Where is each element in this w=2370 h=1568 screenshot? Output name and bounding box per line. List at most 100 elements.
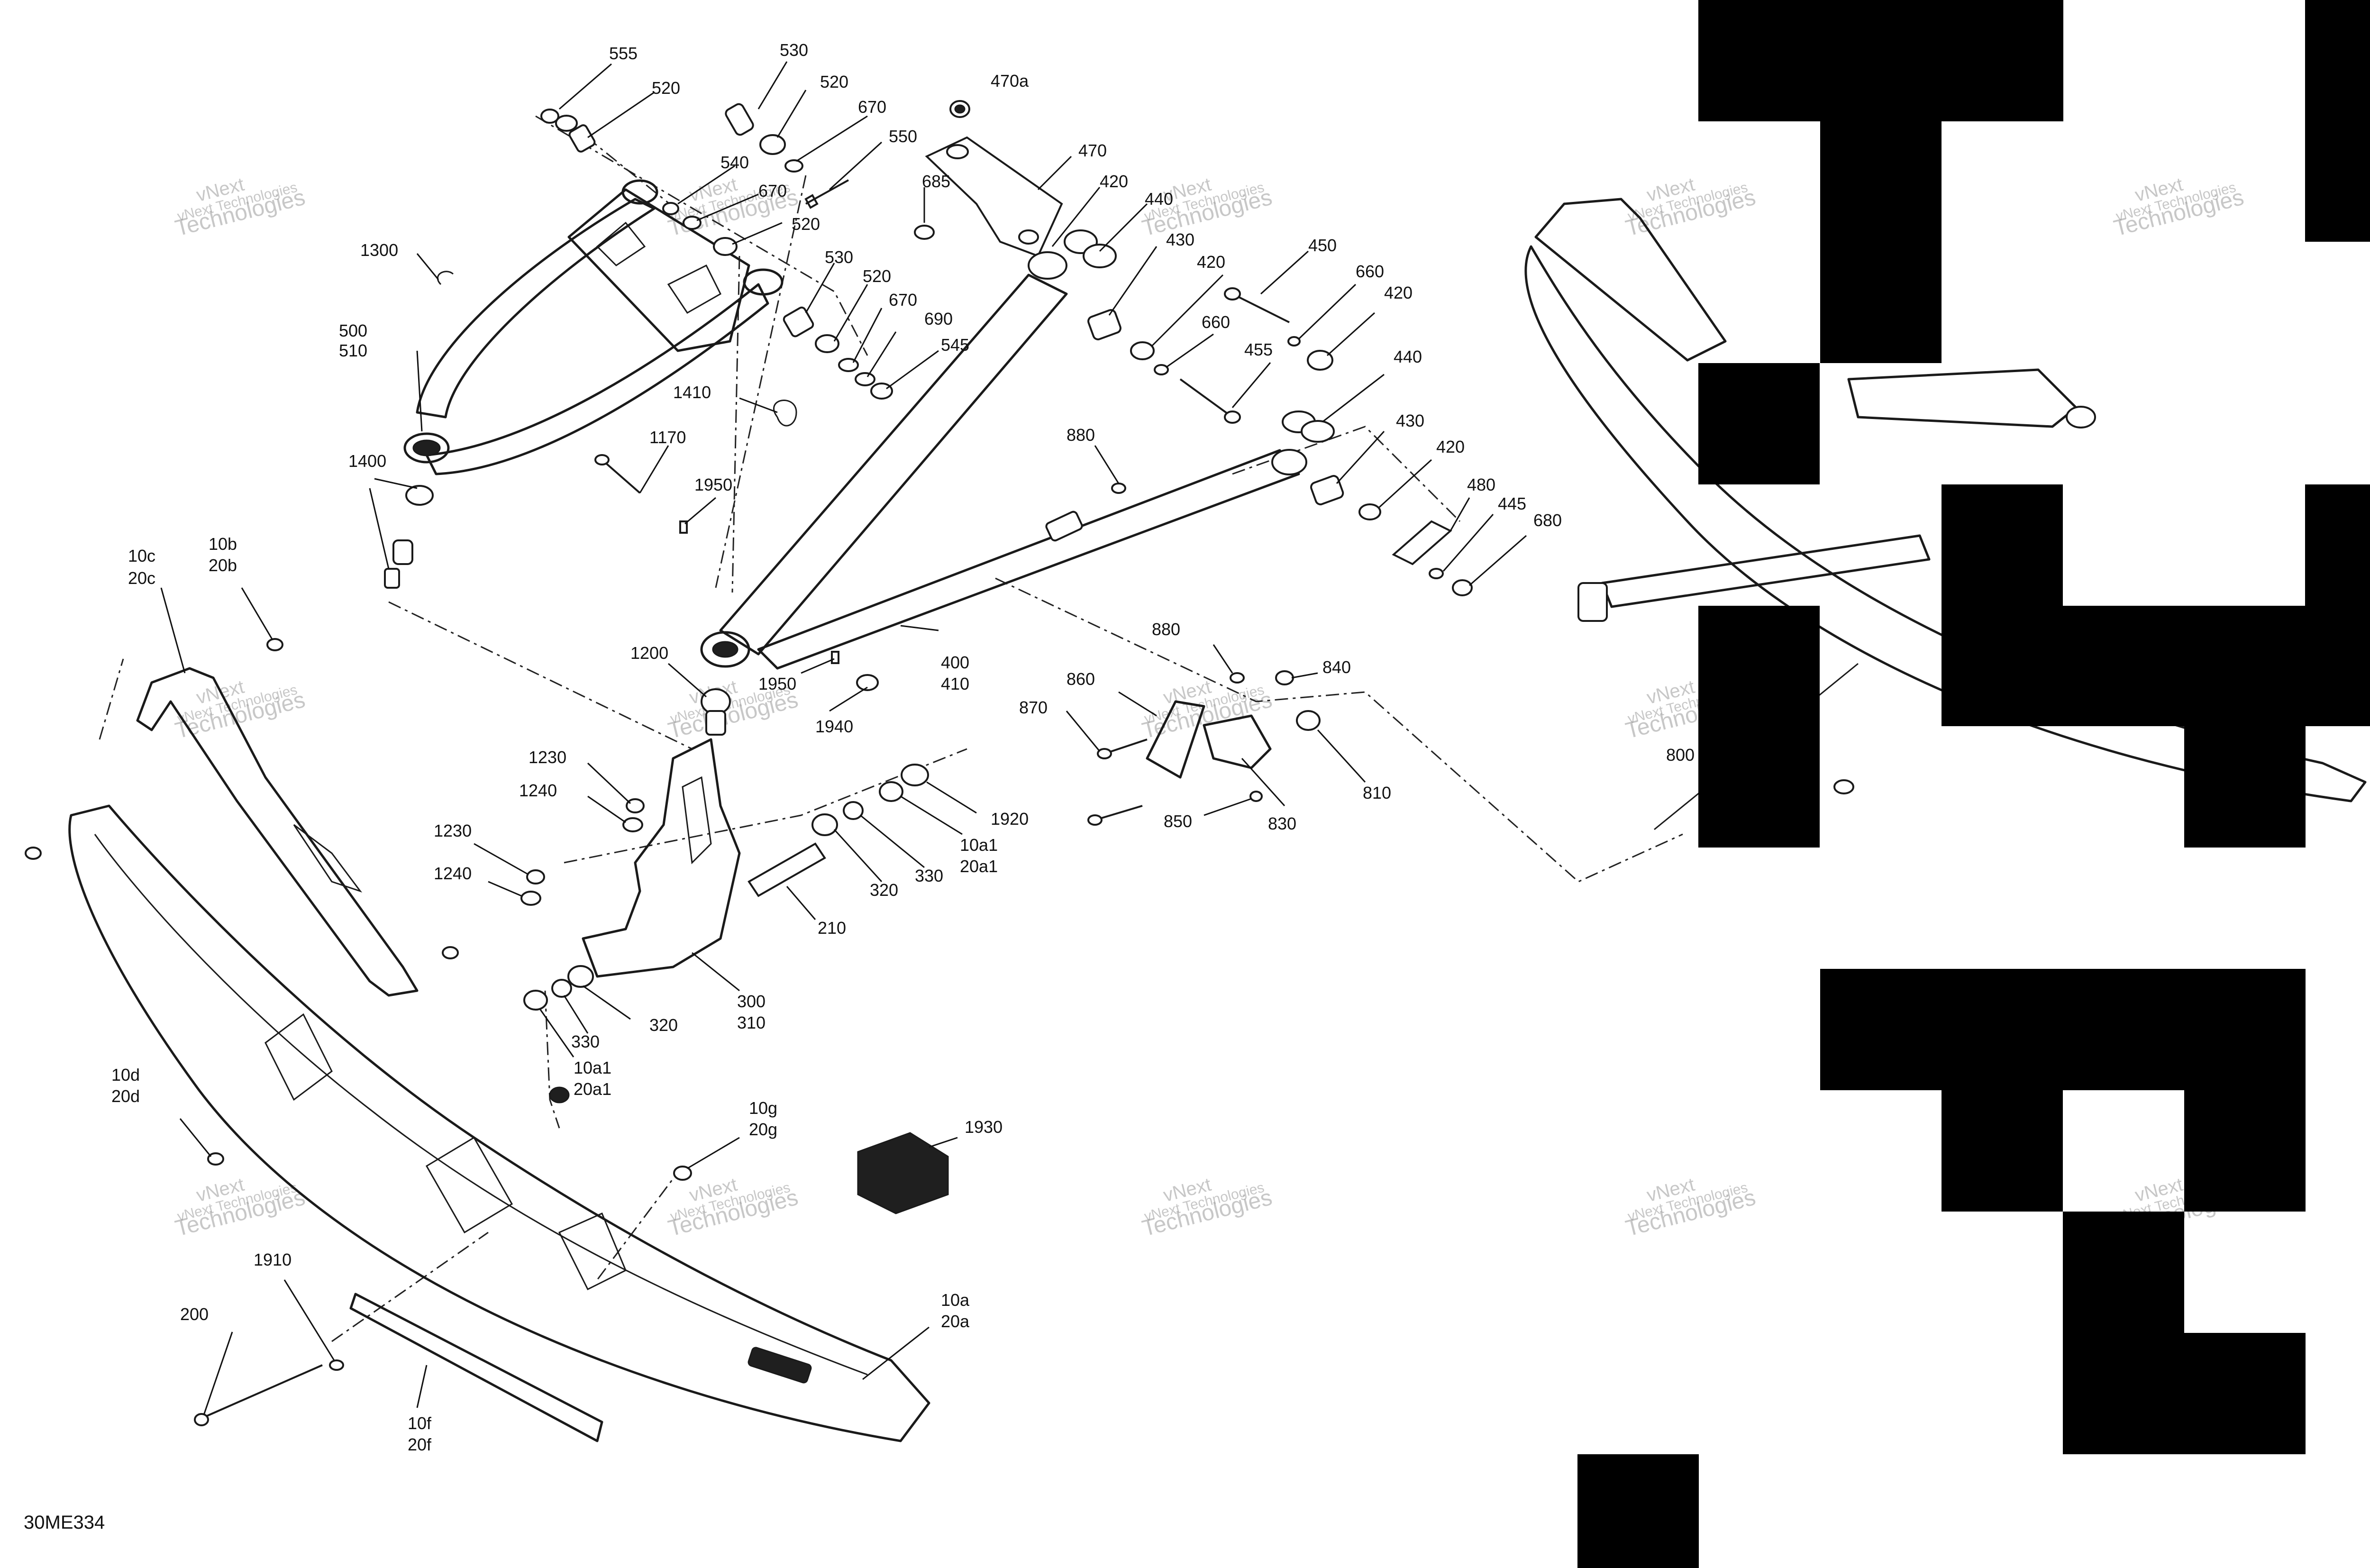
a-arm-gusset <box>567 188 750 352</box>
ball-joint-1400 <box>384 568 400 589</box>
callout-label: 20c <box>128 568 155 588</box>
callout-label: 500 <box>339 321 367 340</box>
cap-10a1 <box>879 781 903 802</box>
callout-label: 530 <box>780 40 808 60</box>
bolt-455-head <box>1224 410 1241 424</box>
callout-labels: 555 530 520 520 470a 670 550 540 670 520… <box>111 40 1695 1454</box>
bolt-870 <box>1094 805 1143 821</box>
leader-line <box>805 263 835 313</box>
bolt-10b <box>442 946 459 959</box>
bushing-810 <box>1296 710 1321 731</box>
steering-bracket <box>1087 670 1321 826</box>
redaction-block <box>1577 1454 1699 1568</box>
bolt-10d <box>207 1152 224 1166</box>
assembled-view <box>1524 198 2367 830</box>
callout-label: 420 <box>1100 172 1128 191</box>
leader-line <box>833 829 883 883</box>
callout-label: 1230 <box>434 821 472 840</box>
bushing-520 <box>759 134 786 155</box>
radius-rod-end <box>712 641 738 658</box>
leader-line <box>369 488 390 569</box>
leader-line <box>1378 459 1432 508</box>
assembled-handle <box>1534 198 1727 362</box>
ski-keel-line <box>94 834 868 1376</box>
leader-line <box>474 843 529 875</box>
watermark: vNext Technologies vNext Technologies <box>1139 1174 1275 1241</box>
leader-line <box>786 886 816 920</box>
assembly-line <box>596 1166 684 1280</box>
leader-line <box>1317 729 1366 783</box>
circlip-1300 <box>437 271 454 285</box>
callout-label: 410 <box>941 674 969 693</box>
plate-480 <box>1392 520 1452 565</box>
callout-label: 445 <box>1498 494 1526 513</box>
callout-label: 420 <box>1436 437 1465 456</box>
callout-label: 430 <box>1166 230 1194 249</box>
nut-470a <box>954 104 966 114</box>
leader-line <box>1094 445 1120 484</box>
callout-label: 1950 <box>694 475 732 494</box>
callout-label: 850 <box>1164 811 1192 831</box>
sleeve-430 <box>1310 475 1344 506</box>
redaction-block <box>1698 363 1820 484</box>
callout-label: 520 <box>863 266 891 286</box>
assembly-line <box>99 658 124 740</box>
bushing-540 <box>662 202 679 215</box>
callout-label: 660 <box>1356 262 1384 281</box>
bolt-450-head <box>1224 287 1241 301</box>
callout-label: 440 <box>1394 347 1422 366</box>
redaction-block <box>2305 0 2370 242</box>
callout-label: 200 <box>180 1304 209 1324</box>
a-arm-bushing <box>621 179 658 205</box>
leader-line <box>539 1009 574 1057</box>
callout-label: 880 <box>1152 620 1180 639</box>
leader-line <box>559 63 612 110</box>
callout-label: 870 <box>1019 698 1048 717</box>
washer-1910 <box>329 1359 344 1371</box>
leader-line <box>668 663 707 698</box>
spindle-body <box>582 738 741 978</box>
leader-line <box>801 658 835 674</box>
leader-line <box>160 587 186 674</box>
bolt-870-head <box>1087 814 1103 826</box>
spindle-rib <box>682 776 712 865</box>
leader-line <box>179 1118 212 1157</box>
boot-1400 <box>405 485 434 506</box>
nut-850 <box>1249 791 1263 802</box>
callout-label: 420 <box>1384 283 1413 302</box>
callout-label: 1950 <box>758 674 796 693</box>
ski-rib <box>264 1013 333 1101</box>
callout-label: 10d <box>111 1065 140 1085</box>
radius-rod-bushing <box>1271 449 1307 475</box>
leader-line <box>852 308 883 363</box>
redaction-block <box>1698 606 1820 848</box>
ball-joint-1200 <box>705 710 726 736</box>
callout-label: 470a <box>991 71 1029 91</box>
callout-label: 20a <box>941 1312 970 1331</box>
callout-label: 1240 <box>434 864 472 883</box>
ski-rib <box>558 1212 627 1291</box>
leader-line <box>860 814 925 868</box>
leader-line <box>833 284 868 342</box>
a-arm-bushing <box>743 268 784 296</box>
callout-label: 555 <box>609 44 638 63</box>
washer-660 <box>1287 336 1301 346</box>
leader-line <box>1108 246 1158 316</box>
watermark: vNext Technologies vNext Technologies <box>173 174 308 241</box>
callout-label: 1920 <box>991 809 1029 829</box>
sleeve-430 <box>1087 309 1121 340</box>
leader-line <box>1212 644 1233 674</box>
leader-line <box>1291 672 1318 679</box>
assembly-line <box>566 120 676 210</box>
bushing-320 <box>567 965 594 988</box>
pin-880 <box>1230 672 1245 684</box>
leader-line <box>416 350 423 432</box>
leader-line <box>829 686 868 712</box>
redaction-block <box>2063 1333 2306 1454</box>
pin-880 <box>1111 483 1126 494</box>
leader-line <box>696 193 759 221</box>
callout-label: 455 <box>1244 340 1273 359</box>
callout-label: 430 <box>1396 411 1424 430</box>
bushing-420 <box>1130 341 1155 360</box>
leader-line <box>796 115 868 162</box>
